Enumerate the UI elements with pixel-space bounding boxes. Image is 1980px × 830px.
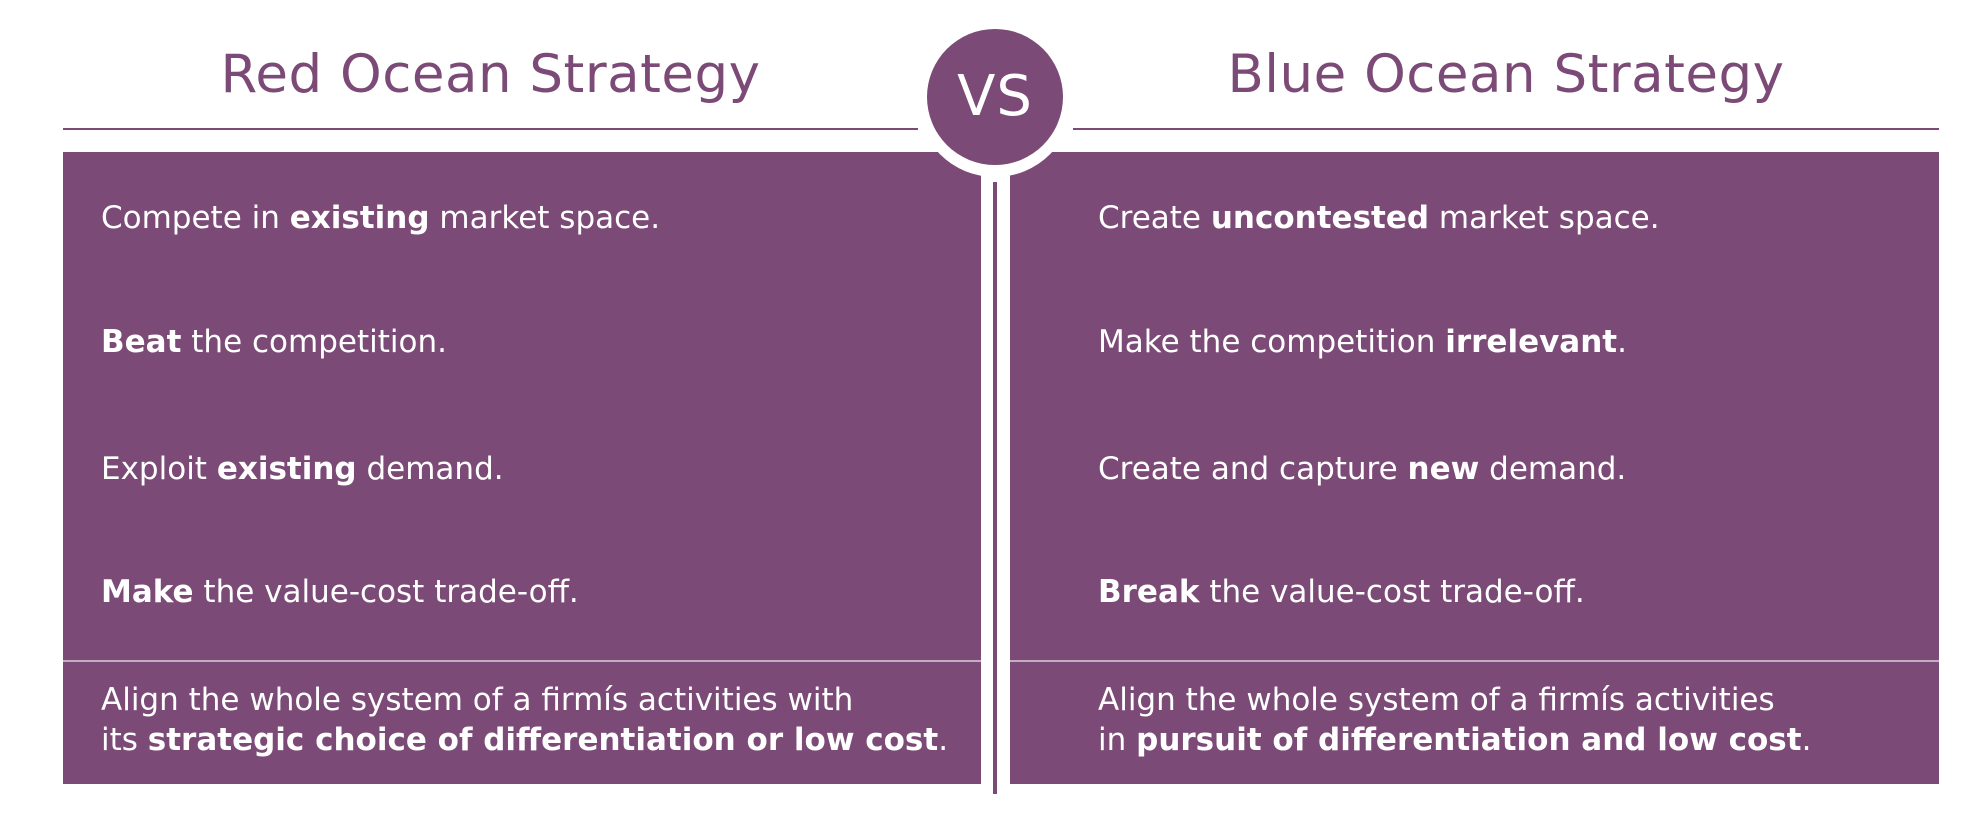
red-ocean-title-rule <box>63 128 918 130</box>
red-ocean-panel <box>63 152 981 784</box>
center-divider <box>981 152 1010 794</box>
blue-ocean-row-market-space: Create uncontested market space. <box>1098 200 1660 236</box>
blue-ocean-row-value-cost: Break the value-cost trade-off. <box>1098 574 1585 610</box>
red-ocean-row-value-cost: Make the value-cost trade-off. <box>101 574 579 610</box>
blue-ocean-row-align-system: Align the whole system of a firmís activ… <box>1098 680 1811 760</box>
blue-ocean-row-demand: Create and capture new demand. <box>1098 451 1627 487</box>
blue-ocean-title-rule <box>1073 128 1939 130</box>
blue-ocean-panel <box>1010 152 1939 784</box>
red-ocean-row-align-system: Align the whole system of a firmís activ… <box>101 680 948 760</box>
blue-ocean-footer-line2: in pursuit of differentiation and low co… <box>1098 722 1812 758</box>
red-ocean-title: Red Ocean Strategy <box>220 44 761 105</box>
blue-ocean-footer-line1: Align the whole system of a firmís activ… <box>1098 682 1775 718</box>
center-divider-line <box>993 182 997 794</box>
blue-ocean-footer-separator <box>1010 660 1939 662</box>
blue-ocean-title: Blue Ocean Strategy <box>1227 44 1785 105</box>
red-ocean-footer-line2: its strategic choice of differentiation … <box>101 722 949 758</box>
vs-badge: VS <box>917 21 1073 177</box>
vs-label: VS <box>927 29 1063 165</box>
blue-ocean-row-competition: Make the competition irrelevant. <box>1098 324 1627 360</box>
red-ocean-footer-separator <box>63 660 981 662</box>
red-ocean-footer-line1: Align the whole system of a firmís activ… <box>101 682 854 718</box>
red-ocean-row-market-space: Compete in existing market space. <box>101 200 661 236</box>
red-ocean-row-demand: Exploit existing demand. <box>101 451 504 487</box>
red-ocean-row-competition: Beat the competition. <box>101 324 447 360</box>
